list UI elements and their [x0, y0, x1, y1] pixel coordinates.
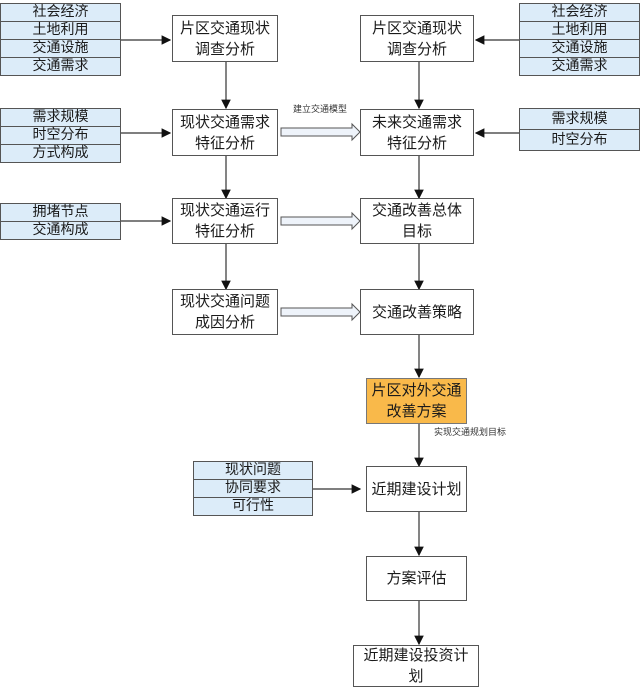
input-item: 社会经济 — [1, 4, 120, 22]
double-arrow-operation — [280, 211, 361, 231]
input-item: 拥堵节点 — [1, 204, 120, 222]
input-item: 时空分布 — [551, 132, 608, 148]
left-operation-box: 现状交通运行特征分析 — [172, 198, 278, 244]
goal-box: 交通改善总体目标 — [360, 198, 474, 244]
build-model-label: 建立交通模型 — [292, 105, 347, 115]
evaluation-box: 方案评估 — [366, 556, 467, 601]
input-item: 土地利用 — [1, 22, 120, 40]
input-item: 交通需求 — [32, 58, 89, 74]
left-problem-box: 现状交通问题成因分析 — [172, 289, 278, 335]
input-item: 协同要求 — [194, 480, 312, 498]
input-item: 交通设施 — [520, 40, 639, 58]
double-arrow-demand — [280, 122, 361, 142]
double-arrow-problem — [280, 302, 361, 322]
input-item: 时空分布 — [1, 127, 120, 145]
input-item: 社会经济 — [520, 4, 639, 22]
input-item: 现状问题 — [194, 462, 312, 480]
input-item: 方式构成 — [32, 145, 89, 161]
input-item: 交通需求 — [551, 58, 608, 74]
input-list-near-term: 现状问题 协同要求 可行性 — [193, 461, 313, 516]
realize-goal-label: 实现交通规划目标 — [434, 428, 507, 438]
input-item: 可行性 — [232, 498, 274, 514]
input-list-left-operation: 拥堵节点 交通构成 — [0, 203, 121, 240]
improvement-plan-box: 片区对外交通改善方案 — [366, 378, 467, 424]
left-demand-box: 现状交通需求特征分析 — [172, 109, 278, 156]
investment-plan-box: 近期建设投资计划 — [353, 645, 479, 687]
right-survey-box: 片区交通现状调查分析 — [360, 15, 474, 62]
future-demand-box: 未来交通需求特征分析 — [360, 109, 474, 156]
input-list-left-demand: 需求规模 时空分布 方式构成 — [0, 108, 121, 163]
near-term-plan-box: 近期建设计划 — [366, 466, 467, 512]
input-item: 需求规模 — [1, 109, 120, 127]
input-item: 交通构成 — [32, 222, 89, 238]
input-list-right-survey: 社会经济 土地利用 交通设施 交通需求 — [519, 3, 640, 76]
left-survey-box: 片区交通现状调查分析 — [172, 15, 278, 62]
input-item: 土地利用 — [520, 22, 639, 40]
input-list-left-survey: 社会经济 土地利用 交通设施 交通需求 — [0, 3, 121, 76]
input-list-right-demand: 需求规模 时空分布 — [519, 108, 640, 151]
input-item: 需求规模 — [520, 109, 639, 130]
input-item: 交通设施 — [1, 40, 120, 58]
strategy-box: 交通改善策略 — [360, 289, 474, 335]
